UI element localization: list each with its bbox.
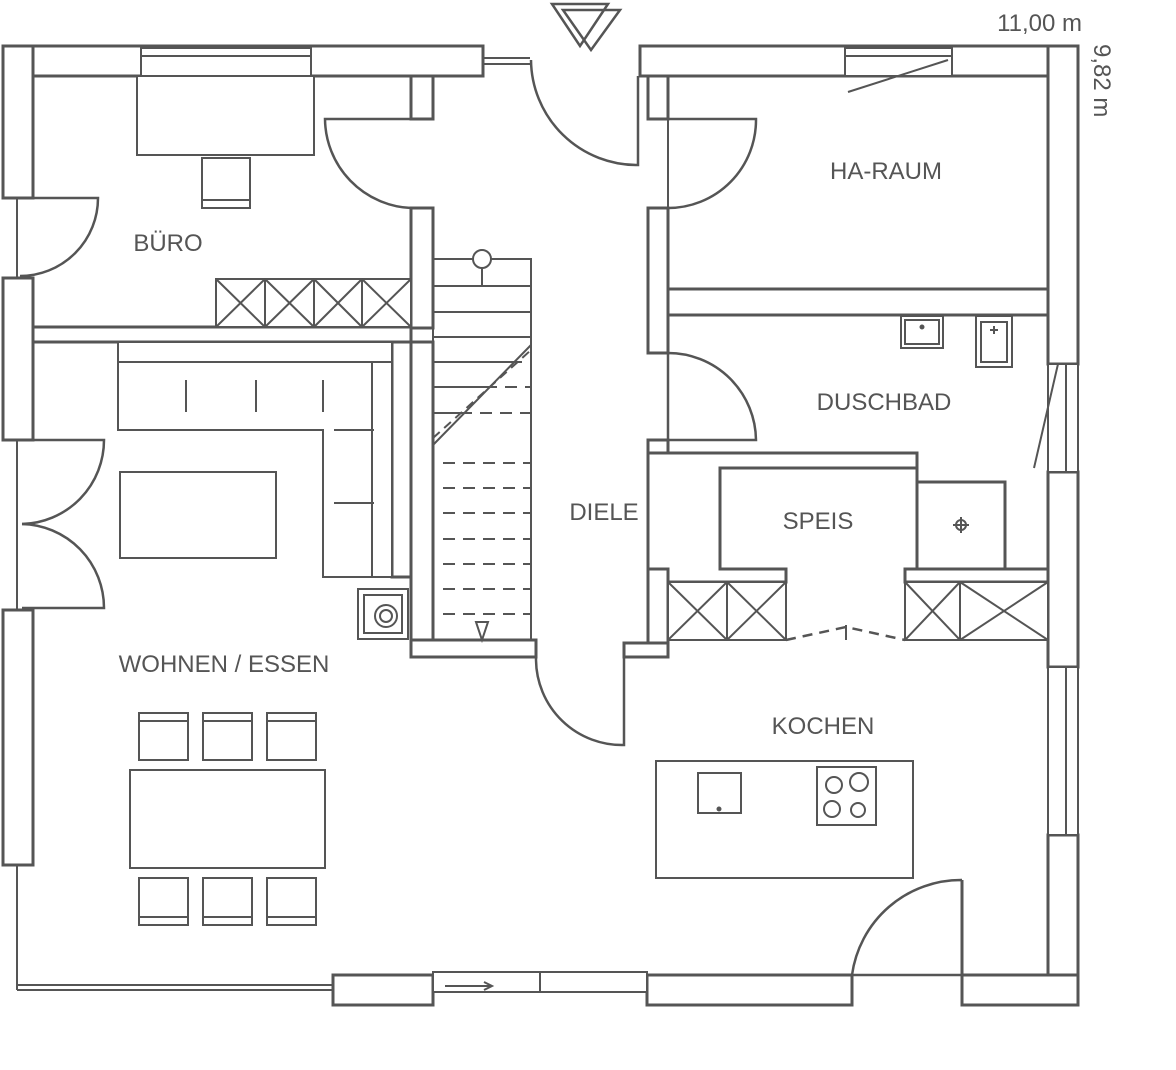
- dining-table: [129, 769, 326, 869]
- wall-west-low: [1, 608, 35, 867]
- room-label-ha-raum: HA-RAUM: [830, 158, 942, 185]
- wall-buero-east: [409, 74, 435, 121]
- furniture-bath: [667, 75, 1049, 570]
- dimension-width: 11,00 m: [997, 10, 1082, 37]
- door-kochen: [534, 657, 626, 747]
- furniture-buero: [136, 75, 412, 328]
- burner-icon: [823, 800, 841, 818]
- dimension-depth: 9,82 m: [1088, 44, 1115, 117]
- door-speis: [785, 625, 906, 642]
- door-kochen-south: [850, 878, 964, 977]
- burner-icon: [850, 802, 866, 818]
- wall-east-mid: [1046, 470, 1080, 669]
- coffee-table: [119, 471, 277, 559]
- wall-stair-west: [409, 340, 435, 642]
- kitchen-sink: [697, 772, 742, 814]
- wall-buero-east-2: [409, 206, 435, 330]
- burner-icon: [825, 776, 843, 794]
- room-label-buero: BÜRO: [133, 230, 202, 257]
- washbasin: [900, 315, 944, 349]
- room-label-kochen: KOCHEN: [772, 713, 875, 740]
- wall-haraum-west-2: [646, 206, 670, 355]
- door-buero: [323, 117, 412, 210]
- wall-haraum-west: [646, 74, 670, 121]
- desk: [136, 75, 315, 156]
- door-entrance: [529, 59, 640, 167]
- room-label-wohnen-essen: WOHNEN / ESSEN: [119, 651, 330, 678]
- door-wohnen-west-1: [21, 438, 106, 526]
- fireplace-icon: [374, 604, 398, 628]
- wall-buero-south: [31, 325, 413, 344]
- utility-counter: [667, 75, 1049, 290]
- room-label-diele: DIELE: [569, 499, 638, 526]
- wall-south-c: [960, 973, 1080, 1007]
- windows: [140, 47, 1079, 993]
- entrance-triangle-icon: [549, 2, 623, 53]
- staircase: [432, 249, 532, 644]
- shower: [916, 481, 1006, 570]
- furniture-kitchen: [655, 581, 1049, 879]
- wall-haraum-south: [666, 287, 1050, 317]
- stair-start-icon: [472, 249, 492, 269]
- burner-icon: [849, 772, 869, 792]
- room-label-duschbad: DUSCHBAD: [817, 389, 952, 416]
- kitchen-cabinet-right: [904, 581, 1049, 641]
- wall-east-top: [1046, 44, 1080, 366]
- kitchen-south-jamb: [850, 880, 964, 1005]
- room-label-speis: SPEIS: [783, 508, 854, 535]
- west-south-glazing: [16, 198, 333, 991]
- wall-stair-south: [409, 638, 538, 659]
- door-duschbad: [666, 351, 758, 442]
- stair-arrow-icon: [474, 621, 490, 644]
- cooktop: [816, 766, 877, 826]
- door-wohnen-west-2: [21, 522, 106, 610]
- fireplace: [357, 588, 409, 640]
- furniture-wohnen: [117, 341, 409, 926]
- wall-south-a: [331, 973, 435, 1007]
- exterior-walls: [1, 44, 1080, 1007]
- wall-west-mid: [1, 276, 35, 442]
- door-haraum: [667, 117, 758, 210]
- wall-west-top: [1, 44, 35, 200]
- doors: [19, 59, 964, 977]
- wall-south-b: [645, 973, 854, 1007]
- door-buero-west: [19, 196, 100, 278]
